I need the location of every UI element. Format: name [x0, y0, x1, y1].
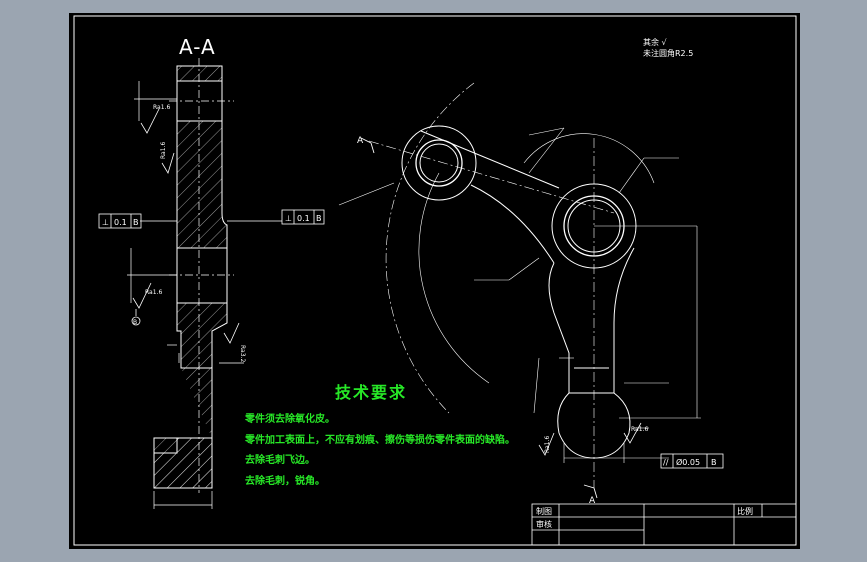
roughness-label-3: Ra1.6	[145, 289, 162, 296]
upper-boss-bore	[415, 139, 463, 187]
perp-left-symbol: ⊥	[102, 218, 109, 227]
perp-right-datum: B	[316, 214, 322, 223]
section-top-bore	[176, 80, 223, 122]
tech-requirement-item: 零件加工表面上，不应有划痕、擦伤等损伤零件表面的缺陷。	[245, 434, 515, 446]
note-line-1: 其余 √	[643, 38, 667, 47]
roughness-label-4: Ra3.2	[239, 345, 246, 362]
title-block-scale: 比例	[737, 507, 753, 516]
title-block	[531, 503, 797, 546]
parallel-value: Ø0.05	[676, 457, 700, 467]
section-middle-bore	[176, 247, 228, 304]
tech-requirement-item: 零件须去除氧化皮。	[245, 414, 335, 425]
section-view	[127, 58, 282, 509]
tech-requirements-list: 零件须去除氧化皮。 零件加工表面上，不应有划痕、擦伤等损伤零件表面的缺陷。 去除…	[245, 410, 515, 492]
section-marker-bottom: A	[589, 496, 596, 506]
drawing-frame	[73, 15, 797, 546]
drawing-sheet: ⊥ 0.1 B ⊥ 0.1 B B Ra1.6 Ra1.6 Ra1.6 Ra3.…	[69, 13, 800, 549]
parallel-datum: B	[711, 458, 717, 467]
perp-right-value: 0.1	[297, 214, 310, 223]
tolerance-frame-parallel	[660, 453, 724, 469]
section-marker-top: A	[357, 136, 364, 146]
title-block-checked: 审核	[536, 520, 552, 529]
main-view	[338, 82, 701, 499]
title-block-drawn: 制图	[536, 507, 552, 516]
roughness-label-2: Ra1.6	[160, 142, 167, 159]
tech-requirement-item: 去除毛刺飞边。	[245, 455, 315, 466]
perp-right-symbol: ⊥	[285, 214, 292, 223]
section-upper-shank	[176, 120, 228, 249]
roughness-label-5: Ra1.6	[631, 426, 648, 433]
roughness-label-6: Ra1.6	[544, 436, 551, 453]
section-lower-shank	[176, 302, 228, 369]
tech-requirements-title: 技术要求	[335, 383, 408, 402]
parallel-symbol: //	[663, 458, 669, 467]
datum-b-label: B	[133, 319, 137, 326]
perp-left-value: 0.1	[114, 218, 127, 227]
note-line-2: 未注圆角R2.5	[643, 49, 694, 58]
section-label: A-A	[179, 35, 216, 59]
upper-boss-outer	[401, 125, 477, 201]
general-roughness-note: 其余 √ 未注圆角R2.5	[643, 37, 693, 59]
tech-requirement-item: 去除毛刺，锐角。	[245, 475, 325, 487]
technical-drawing: ⊥ 0.1 B ⊥ 0.1 B B Ra1.6 Ra1.6 Ra1.6 Ra3.…	[73, 15, 797, 546]
roughness-label-1: Ra1.6	[153, 104, 170, 111]
perp-left-datum: B	[133, 218, 139, 227]
tolerance-frame-left	[98, 213, 142, 229]
tolerance-frame-right	[281, 209, 325, 225]
